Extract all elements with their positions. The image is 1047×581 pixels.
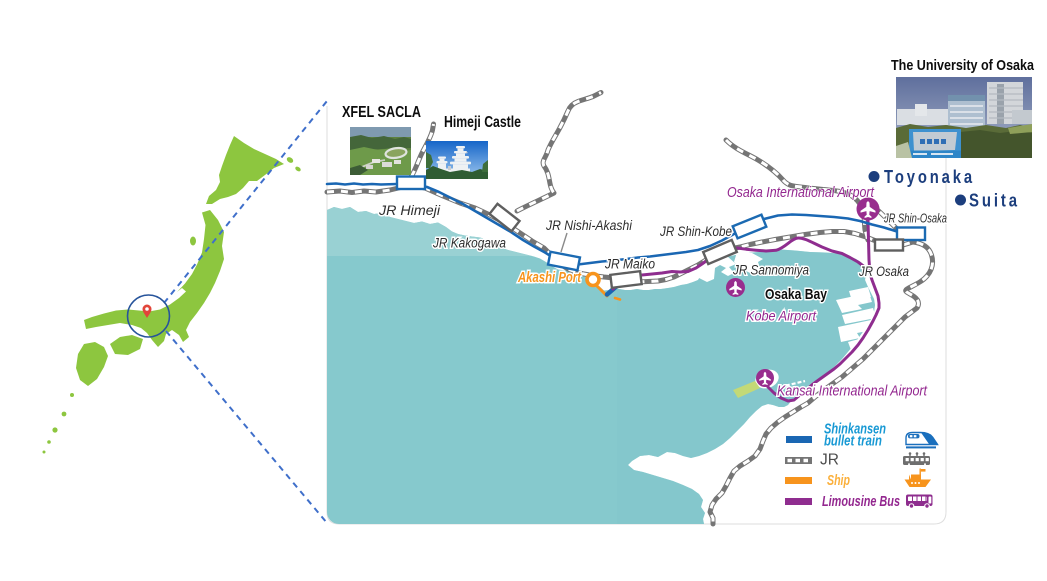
svg-text:Toyonaka: Toyonaka — [884, 167, 975, 187]
svg-text:Himeji Castle: Himeji Castle — [444, 114, 521, 131]
svg-text:Kansai International Airport: Kansai International Airport — [777, 384, 928, 400]
svg-text:The University of Osaka: The University of Osaka — [891, 57, 1035, 74]
svg-text:Limousine Bus: Limousine Bus — [822, 494, 900, 510]
svg-text:Osaka Bay: Osaka Bay — [765, 286, 828, 303]
svg-text:JR Sannomiya: JR Sannomiya — [732, 263, 809, 278]
svg-text:JR Osaka: JR Osaka — [858, 264, 909, 279]
svg-text:JR Shin-Osaka: JR Shin-Osaka — [883, 212, 947, 226]
svg-text:JR Kakogawa: JR Kakogawa — [432, 236, 506, 251]
svg-text:bullet train: bullet train — [824, 434, 882, 450]
svg-text:JR Shin-Kobe: JR Shin-Kobe — [659, 224, 732, 239]
svg-text:Akashi Port: Akashi Port — [517, 270, 582, 286]
svg-text:JR: JR — [820, 452, 839, 469]
svg-text:Shinkansen: Shinkansen — [824, 422, 886, 438]
svg-text:Kobe Airport: Kobe Airport — [746, 308, 817, 324]
svg-text:JR Nishi-Akashi: JR Nishi-Akashi — [545, 218, 633, 233]
svg-text:XFEL SACLA: XFEL SACLA — [342, 104, 421, 121]
svg-text:JR Himeji: JR Himeji — [378, 203, 441, 218]
svg-text:JR Maiko: JR Maiko — [604, 257, 655, 272]
svg-text:Suita: Suita — [969, 191, 1020, 211]
svg-text:Osaka International Airport: Osaka International Airport — [727, 185, 875, 201]
svg-text:Ship: Ship — [827, 473, 850, 489]
